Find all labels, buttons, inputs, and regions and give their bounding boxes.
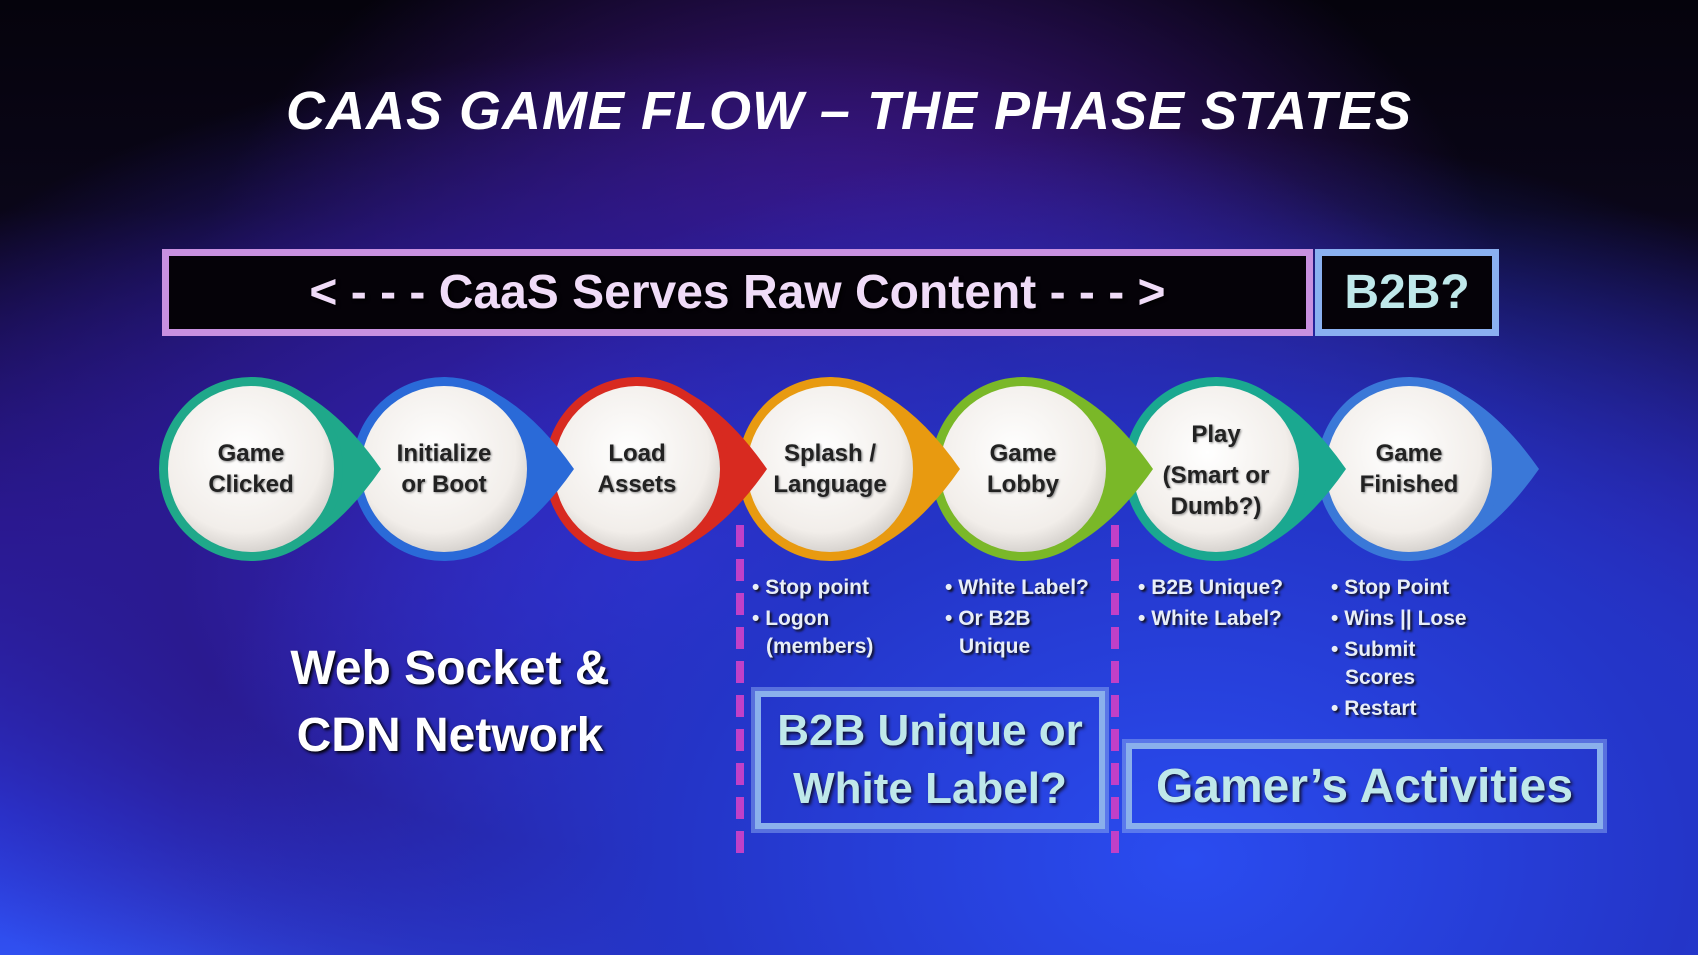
network-line2: CDN Network (296, 709, 604, 762)
bullet: Or B2B Unique (945, 605, 1105, 661)
phase-label-line: Game (217, 440, 285, 467)
phase-label-line: Play (1191, 420, 1241, 448)
splash-bullets: Stop point Logon (members) (752, 574, 902, 664)
phase-node (738, 377, 960, 561)
bullet: White Label? (1138, 605, 1308, 633)
divider-right (1111, 525, 1119, 855)
phase-label: Initialize or Boot (359, 438, 529, 500)
phase-label-line: Clicked (208, 471, 294, 498)
phase-label-line: Dumb?) (1170, 492, 1262, 520)
phase-node (545, 377, 767, 561)
play-bullets: B2B Unique? White Label? (1138, 574, 1308, 636)
bullet: Restart (1331, 695, 1491, 723)
bullet: Stop point (752, 574, 902, 602)
b2b-unique-box: B2B Unique or White Label? (751, 687, 1109, 833)
phase-label-line: or Boot (401, 471, 487, 498)
bullet: Submit Scores (1331, 636, 1491, 692)
phase-label-line: Finished (1359, 471, 1459, 498)
finished-bullets: Stop Point Wins || Lose Submit Scores Re… (1331, 574, 1491, 726)
phase-label-line: Initialize (396, 440, 492, 467)
bullet: Stop Point (1331, 574, 1491, 602)
phase-face (1133, 386, 1299, 552)
phase-node (1317, 377, 1539, 561)
phase-label-line: Lobby (987, 471, 1059, 498)
gamers-activities-box: Gamer’s Activities (1122, 739, 1607, 833)
divider-left (736, 525, 744, 855)
phase-face (940, 386, 1106, 552)
network-label: Web Socket & CDN Network (230, 635, 670, 769)
bullet: Wins || Lose (1331, 605, 1491, 633)
phase-label-line: Load (608, 440, 666, 467)
bullet: B2B Unique? (1138, 574, 1308, 602)
phase-node (931, 377, 1153, 561)
lobby-bullets: White Label? Or B2B Unique (945, 574, 1105, 664)
phase-label-line: Game (1375, 440, 1443, 467)
phase-label-line: Language (773, 471, 887, 498)
bullet: White Label? (945, 574, 1105, 602)
phase-label-line: (Smart or (1162, 461, 1270, 489)
phase-face (361, 386, 527, 552)
b2b-box: B2B? (1315, 249, 1499, 336)
network-line1: Web Socket & (290, 642, 610, 695)
phase-node (1124, 377, 1346, 561)
slide-title: CAAS GAME FLOW – THE PHASE STATES (285, 81, 1413, 141)
phase-node (159, 377, 381, 561)
phase-face (168, 386, 334, 552)
phase-face (747, 386, 913, 552)
phase-label-line: Assets (597, 471, 677, 498)
phase-face (1326, 386, 1492, 552)
phase-label-line: Game (989, 440, 1057, 467)
phase-label-line: Splash / (783, 440, 877, 467)
phase-label: Splash / Language (745, 438, 915, 500)
caas-banner: < - - - CaaS Serves Raw Content - - - > (162, 249, 1313, 336)
phase-face (554, 386, 720, 552)
bullet: Logon (members) (752, 605, 902, 661)
phase-label: Play (Smart or Dumb?) (1131, 419, 1301, 522)
phase-node (352, 377, 574, 561)
